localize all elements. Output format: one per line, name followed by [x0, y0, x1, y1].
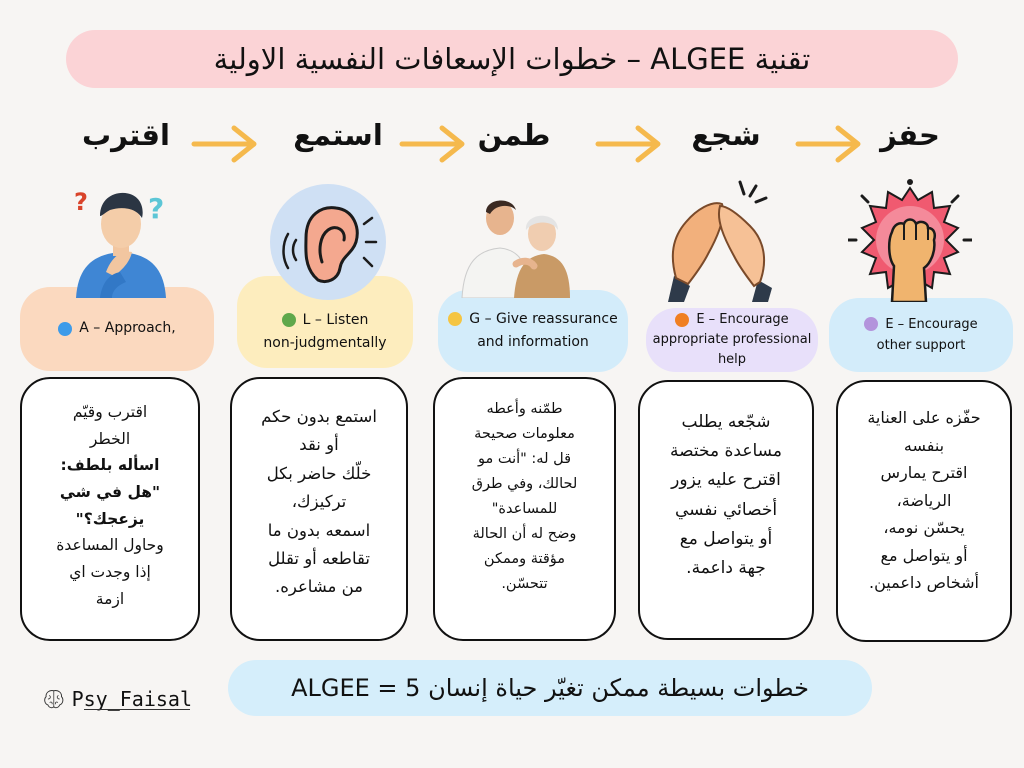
card-line: أشخاص داعمين.	[869, 573, 979, 593]
page-title: تقنية ALGEE – خطوات الإسعافات النفسية ال…	[66, 30, 958, 88]
card-line: للمساعدة"	[491, 500, 558, 517]
pill-listen: L – Listen non-judgmentally	[237, 276, 413, 368]
pill-label: other support	[876, 338, 966, 353]
card-line: حفّزه على العناية	[867, 408, 981, 427]
card-line: "هل في شي	[59, 482, 161, 501]
card-line: ازمة	[95, 589, 125, 608]
card-line: أو نقد	[299, 435, 339, 455]
pill-label: appropriate professional	[652, 331, 812, 347]
pill-label: help	[717, 352, 747, 368]
high-five-icon	[668, 180, 772, 302]
card-line: خلّك حاضر بكل	[266, 463, 372, 483]
orange-dot-icon	[675, 312, 690, 327]
card-line: من مشاعره.	[274, 577, 364, 597]
pill-label: and information	[477, 334, 589, 350]
card-encourage-help: شجّعه يطلب مساعدة مختصة اقترح عليه يزور …	[638, 380, 814, 640]
pill-reassure: G – Give reassurance and information	[438, 290, 628, 372]
svg-text:?: ?	[74, 188, 88, 216]
card-line: أو يتواصل مع	[679, 528, 773, 549]
card-line: وضح له أن الحالة	[472, 525, 577, 542]
step-approach: اقترب	[82, 118, 170, 152]
arrow-right-icon	[595, 125, 661, 163]
card-line: اقترح يمارس	[880, 463, 968, 483]
step-encourage: شجع	[691, 118, 761, 152]
step-motivate: حفز	[880, 118, 940, 152]
card-line: إذا وجدت اي	[69, 562, 151, 581]
raised-fist-icon	[848, 179, 972, 302]
doctor-patient-icon	[461, 200, 570, 298]
brain-icon	[44, 690, 64, 709]
logo-text: Psy_Faisal	[71, 687, 192, 711]
step-listen: استمع	[293, 118, 383, 152]
footer-banner: خطوات بسيطة ممكن تغيّر حياة إنسان 5 = AL…	[228, 660, 872, 716]
card-line: معلومات صحيحة	[474, 425, 575, 442]
pill-label: G – Give reassurance	[469, 310, 618, 327]
card-line: يزعجك؟"	[75, 509, 145, 528]
card-line: مؤقتة وممكن	[483, 550, 566, 567]
card-line: اقترب وقيّم	[72, 403, 148, 421]
card-line: اسأله بلطف:	[60, 456, 160, 475]
card-approach: اقترب وقيّم الخطر اسأله بلطف: "هل في شي …	[20, 377, 200, 641]
card-listen: استمع بدون حكم أو نقد خلّك حاضر بكل تركي…	[230, 377, 408, 641]
card-line: تركيزك،	[291, 492, 347, 512]
pill-label: E – Encourage	[696, 311, 789, 327]
card-line: وحاول المساعدة	[56, 536, 164, 555]
card-line: تقاطعه أو تقلل	[268, 548, 370, 568]
card-line: اسمعه بدون ما	[267, 520, 371, 540]
green-dot-icon	[281, 313, 296, 328]
logo: Psy_Faisal	[42, 677, 192, 721]
card-line: جهة داعمة.	[686, 558, 766, 579]
card-encourage-support: حفّزه على العناية بنفسه اقترح يمارس الري…	[836, 380, 1012, 642]
arrow-right-icon	[795, 125, 861, 163]
logo-underline	[84, 709, 190, 710]
svg-text:?: ?	[148, 192, 164, 225]
card-line: الخطر	[89, 429, 131, 448]
card-line: أو يتواصل مع	[880, 545, 968, 565]
card-reassure: طمّنه وأعطه معلومات صحيحة قل له: "أنت مو…	[433, 377, 616, 641]
pill-encourage-help: E – Encourage appropriate professional h…	[646, 308, 818, 372]
ear-icon	[270, 184, 386, 300]
purple-dot-icon	[864, 317, 879, 332]
card-line: أخصائي نفسي	[674, 499, 778, 520]
pill-label: non-judgmentally	[263, 335, 387, 351]
card-line: تتحسّن.	[501, 575, 548, 592]
card-line: اقترح عليه يزور	[671, 470, 781, 491]
thinking-person-icon: ? ?	[74, 188, 166, 298]
card-line: لحالك، وفي طرق	[471, 475, 578, 492]
card-line: قل له: "أنت مو	[477, 450, 572, 467]
card-line: بنفسه	[903, 435, 945, 455]
pill-encourage-support: E – Encourage other support	[829, 298, 1013, 372]
pill-label: A – Approach,	[79, 320, 176, 337]
step-reassure: طمن	[477, 118, 551, 152]
card-line: استمع بدون حكم	[261, 407, 377, 426]
card-line: شجّعه يطلب	[681, 412, 771, 432]
card-line: يحسّن نومه،	[883, 518, 965, 538]
card-line: مساعدة مختصة	[670, 441, 782, 462]
pill-approach: A – Approach,	[20, 287, 214, 371]
card-line: طمّنه وأعطه	[486, 401, 563, 417]
card-line: الرياضة،	[896, 490, 952, 510]
arrow-right-icon	[191, 125, 257, 163]
arrow-right-icon	[399, 125, 465, 163]
pill-label: E – Encourage	[885, 316, 978, 332]
blue-dot-icon	[58, 322, 73, 336]
pill-label: L – Listen	[302, 311, 369, 328]
yellow-dot-icon	[448, 312, 463, 327]
